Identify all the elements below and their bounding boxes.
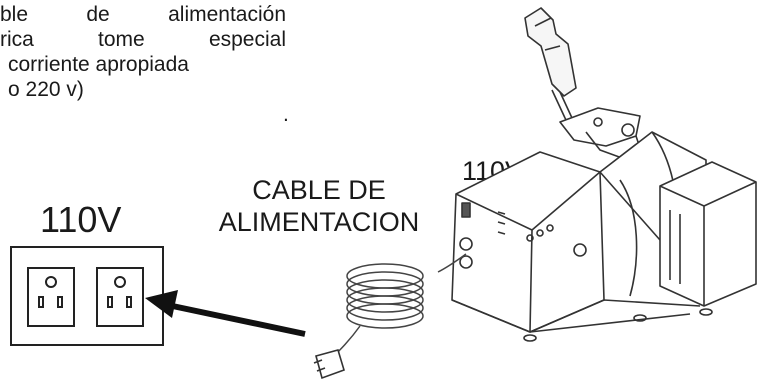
power-cable-label-line-2: ALIMENTACION [218, 207, 420, 237]
outlet-socket-right [96, 267, 144, 327]
outlet-socket-left [27, 267, 75, 327]
instruction-line-2: rica tome especial [0, 28, 286, 51]
power-cable-label: CABLE DE ALIMENTACION [194, 174, 444, 238]
instruction-line-4: o 220 v) [8, 78, 84, 101]
arrow-icon [145, 290, 306, 337]
instruction-line-3: corriente apropiada [8, 53, 189, 76]
instruction-period: . [283, 103, 289, 126]
mug-press-machine [451, 7, 757, 342]
instruction-line-1: ble de alimentación [0, 3, 286, 26]
power-cable-label-line-1: CABLE DE [252, 175, 386, 205]
instruction-text: ble de alimentación rica tome especial c… [0, 2, 286, 102]
outlet-voltage-label: 110V [40, 199, 122, 240]
power-cable-icon [329, 253, 467, 361]
plug-icon [313, 349, 345, 380]
